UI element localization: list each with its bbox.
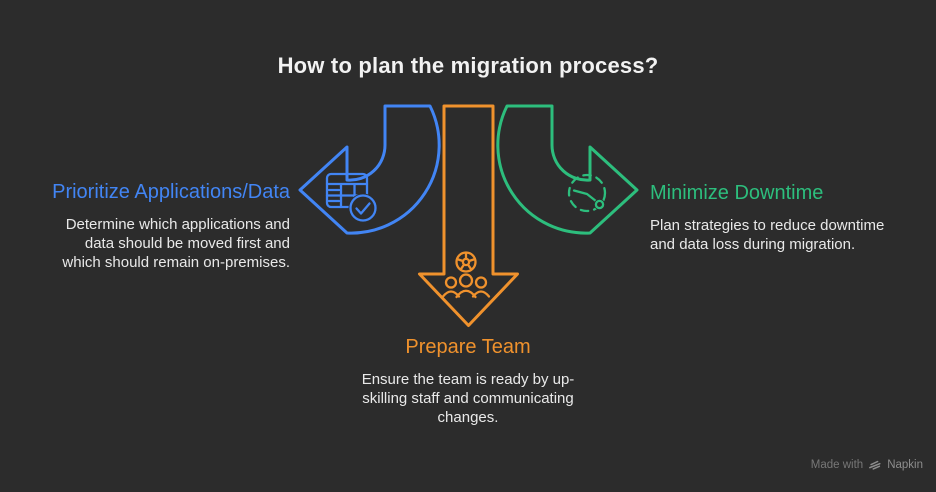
made-with-napkin-watermark: Made with Napkin (811, 458, 923, 472)
curved-arrow-left (298, 104, 441, 235)
page-title: How to plan the migration process? (277, 53, 659, 78)
step-heading-prioritize: Prioritize Applications/Data (52, 181, 290, 203)
step-prepare-team: Prepare Team Ensure the team is ready by… (362, 336, 575, 427)
step-prioritize-applications-data: Prioritize Applications/Data Determine w… (52, 181, 290, 272)
watermark-brand: Napkin (887, 459, 923, 471)
step-body-line: skilling staff and communicating (362, 390, 574, 407)
table-check-icon (325, 172, 378, 223)
curved-arrow-right (496, 104, 639, 235)
step-body-line: Plan strategies to reduce downtime (650, 217, 885, 234)
napkin-logo-icon (869, 460, 881, 470)
timer-gauge-icon (567, 173, 607, 213)
step-heading-prepare: Prepare Team (405, 336, 531, 358)
step-minimize-downtime: Minimize Downtime Plan strategies to red… (650, 182, 884, 254)
step-body-line: Ensure the team is ready by up- (361, 371, 575, 388)
step-body-line: and data loss during migration. (650, 236, 856, 253)
straight-arrow-down (418, 104, 519, 327)
watermark-prefix: Made with (810, 459, 864, 471)
step-heading-minimize: Minimize Downtime (650, 182, 824, 204)
step-body-line: which should remain on-premises. (62, 254, 290, 271)
team-gear-icon (441, 251, 491, 299)
step-body-line: data should be moved first and (84, 235, 290, 252)
step-body-line: changes. (437, 409, 499, 426)
step-body-line: Determine which applications and (65, 216, 290, 233)
